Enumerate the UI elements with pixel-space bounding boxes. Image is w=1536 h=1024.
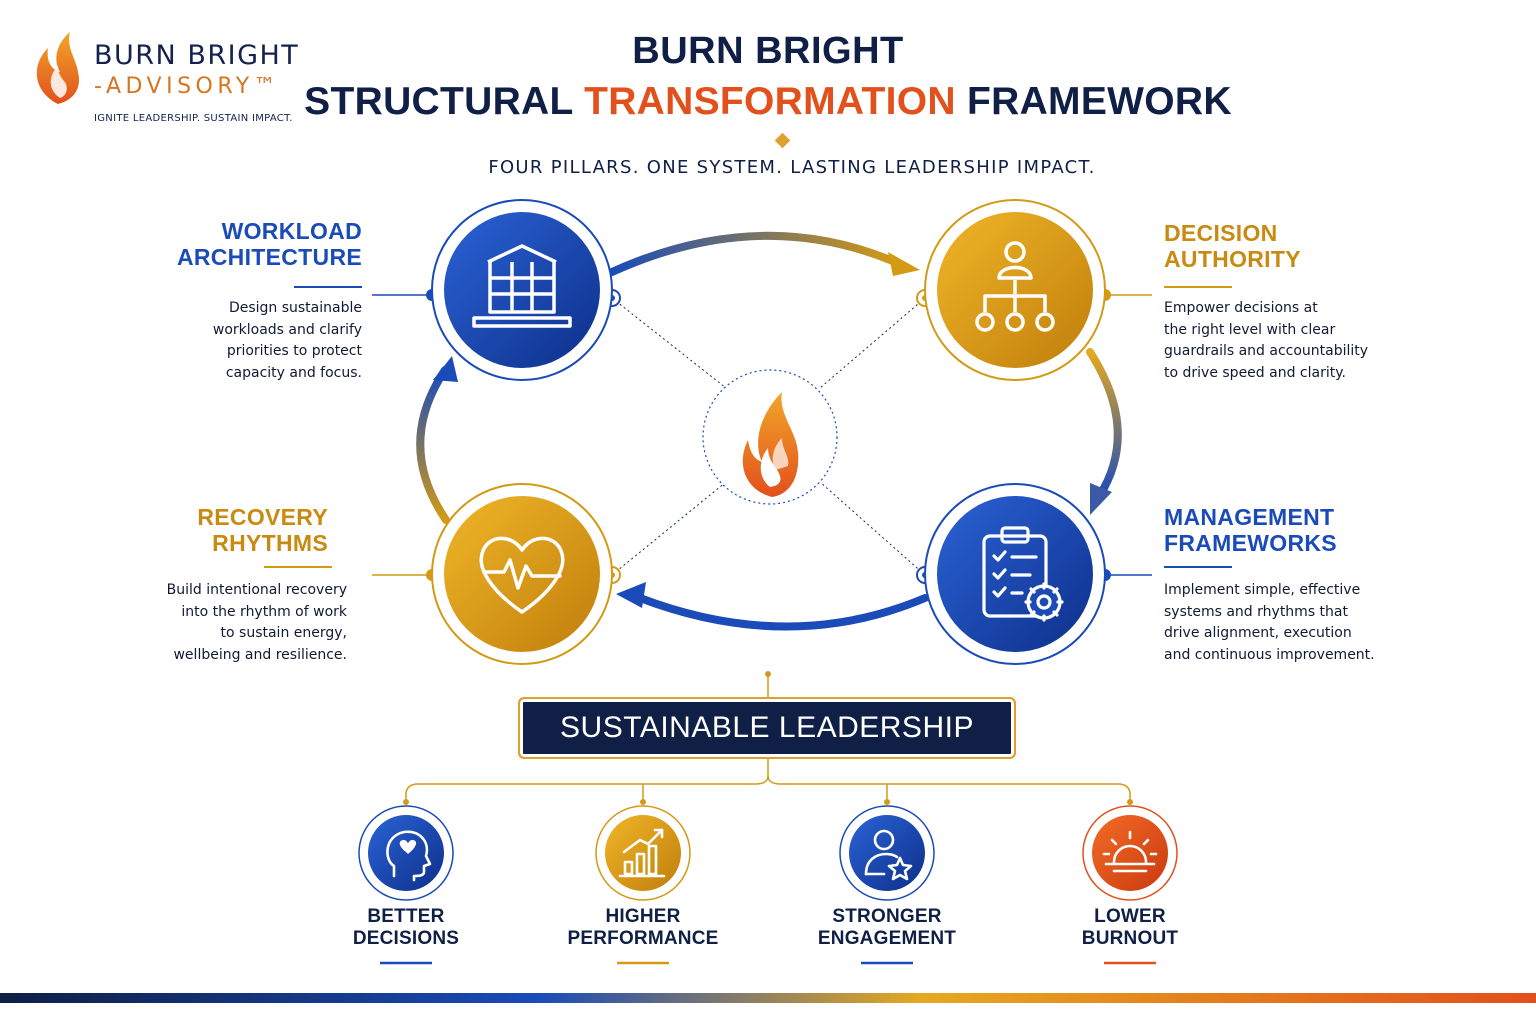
outcome-label-higher-performance: HIGHER PERFORMANCE (543, 906, 743, 950)
title-part1: STRUCTURAL (304, 80, 585, 123)
management-title-line2: FRAMEWORKS (1164, 530, 1337, 556)
divider-diamond (774, 132, 791, 149)
decision-desc-line: guardrails and accountability (1164, 343, 1369, 359)
recovery-title-line1: RECOVERY (197, 504, 328, 530)
sustainable-leadership-box: SUSTAINABLE LEADERSHIP (518, 697, 1016, 759)
outcome-label-line2: DECISIONS (352, 928, 460, 949)
decision-title-line2: AUTHORITY (1164, 246, 1301, 272)
outcome-label-line1: BETTER (367, 906, 445, 927)
outcome-label-line1: STRONGER (832, 906, 942, 927)
head-heart-icon (386, 830, 432, 882)
page-subtitle: FOUR PILLARS. ONE SYSTEM. LASTING LEADER… (488, 157, 1096, 178)
org-chart-icon (975, 241, 1055, 332)
outcome-label-line2: PERFORMANCE (567, 928, 719, 949)
outcome-label-line1: LOWER (1094, 906, 1166, 927)
recovery-desc-line: Build intentional recovery (166, 582, 347, 598)
decision-description: Empower decisions at the right level wit… (1164, 298, 1464, 384)
workload-title-line2: ARCHITECTURE (176, 244, 362, 270)
building-icon (472, 244, 572, 328)
outcome-label-lower-burnout: LOWER BURNOUT (1030, 906, 1230, 950)
page-title-line2: STRUCTURAL TRANSFORMATION FRAMEWORK (0, 80, 1536, 124)
decision-title: DECISION AUTHORITY (1164, 220, 1464, 272)
logo-flame-icon (36, 32, 80, 104)
workload-desc-line: Design sustainable (228, 300, 362, 316)
recovery-desc-line: into the rhythm of work (181, 603, 347, 620)
sunrise-icon (1102, 830, 1158, 873)
recovery-description: Build intentional recovery into the rhyt… (80, 580, 347, 666)
page-title-line1: BURN BRIGHT (632, 30, 904, 72)
growth-chart-icon (618, 828, 666, 878)
pillar-circle-workload (431, 199, 613, 381)
management-desc-line: systems and rhythms that (1164, 603, 1348, 620)
title-highlight: TRANSFORMATION (584, 80, 956, 123)
center-connectors (611, 297, 926, 576)
workload-description: Design sustainable workloads and clarify… (120, 298, 362, 384)
bottom-gradient-bar (0, 993, 1536, 1003)
logo-subname: -ADVISORY™ (94, 74, 281, 99)
decision-title-line1: DECISION (1164, 220, 1278, 246)
outcome-label-line2: ENGAGEMENT (817, 928, 957, 949)
sustainable-leadership-label: SUSTAINABLE LEADERSHIP (560, 711, 974, 744)
management-description: Implement simple, effective systems and … (1164, 580, 1464, 666)
stem-dot (765, 671, 771, 677)
outcome-circle-better-decisions (358, 805, 454, 901)
management-desc-line: drive alignment, execution (1164, 625, 1352, 641)
management-desc-line: Implement simple, effective (1164, 582, 1361, 598)
workload-title-line1: WORKLOAD (221, 218, 362, 244)
workload-desc-line: capacity and focus. (225, 364, 362, 381)
checklist-gear-icon (982, 526, 1064, 622)
workload-title: WORKLOAD ARCHITECTURE (120, 218, 362, 270)
decision-desc-line: Empower decisions at (1164, 300, 1318, 316)
workload-desc-line: workloads and clarify (212, 321, 362, 338)
outcome-label-line1: HIGHER (605, 906, 681, 927)
recovery-title: RECOVERY RHYTHMS (80, 504, 328, 556)
outcome-label-stronger-engagement: STRONGER ENGAGEMENT (787, 906, 987, 950)
recovery-title-line2: RHYTHMS (212, 530, 328, 556)
flame-icon (742, 392, 799, 497)
decision-desc-line: to drive speed and clarity. (1164, 364, 1346, 381)
person-star-icon (864, 829, 913, 881)
arrow-head-top (888, 252, 920, 276)
outcome-label-better-decisions: BETTER DECISIONS (306, 906, 506, 950)
outcome-label-line2: BURNOUT (1081, 928, 1179, 949)
management-title: MANAGEMENT FRAMEWORKS (1164, 504, 1464, 556)
decision-desc-line: the right level with clear (1164, 321, 1336, 338)
logo-name: BURN BRIGHT (94, 40, 300, 71)
arrow-head-left (433, 356, 458, 382)
workload-desc-line: priorities to protect (226, 343, 362, 359)
outcome-tree (405, 759, 1131, 800)
heart-pulse-icon (479, 536, 565, 614)
management-title-line1: MANAGEMENT (1164, 504, 1335, 530)
cycle-arrows (416, 231, 1122, 631)
management-desc-line: and continuous improvement. (1164, 646, 1375, 663)
arrow-head-bottom (616, 582, 646, 608)
recovery-desc-line: to sustain energy, (220, 625, 347, 641)
recovery-desc-line: wellbeing and resilience. (173, 646, 347, 663)
title-part3: FRAMEWORK (955, 80, 1232, 123)
outcome-circle-lower-burnout (1082, 805, 1178, 901)
outcome-tree-dots (403, 799, 1133, 805)
logo-tagline: IGNITE LEADERSHIP. SUSTAIN IMPACT. (94, 113, 293, 124)
arrow-head-right (1090, 483, 1112, 515)
